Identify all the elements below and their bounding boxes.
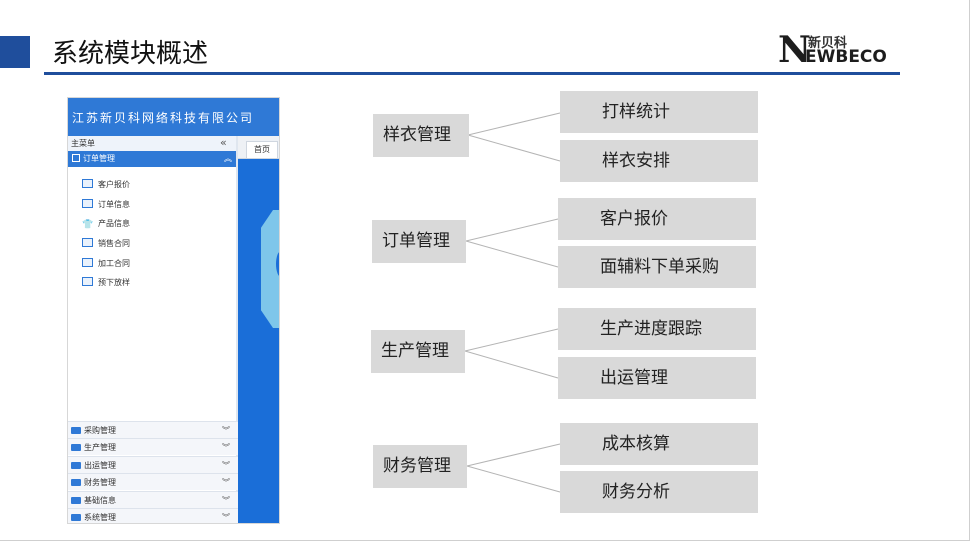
menu-label: 生产管理 [84,443,116,452]
connector-line [465,240,559,268]
connector-line [464,350,559,379]
truck-icon [71,462,81,469]
menu-label: 采购管理 [84,426,116,435]
menu-order-management[interactable]: 订单管理 ︽ [68,151,238,167]
connector-line [465,218,559,242]
app-header: 江苏新贝科网络科技有限公司 [68,98,279,136]
menu-shipping[interactable]: 出运管理 ︾ [68,456,238,473]
order-list-icon [72,154,80,162]
module-shipping-management: 出运管理 [558,357,756,399]
menu-label: 系统管理 [84,513,116,522]
menu-system[interactable]: 系统管理 ︾ [68,508,238,523]
title-marker [0,36,30,68]
collapse-sidebar-icon[interactable]: « [220,136,227,149]
connector-line [467,112,561,136]
connector-line [467,134,561,162]
menu-label: 财务管理 [84,478,116,487]
chevron-down-icon: ︾ [222,461,230,470]
module-sample-management: 样衣管理 [373,114,469,157]
contract-icon [82,238,93,247]
chevron-down-icon: ︾ [222,426,230,435]
module-financial-analysis: 财务分析 [560,471,758,513]
org-chart-icon [71,514,81,521]
sub-item-label: 订单信息 [98,200,130,209]
module-finance-management: 财务管理 [373,445,467,488]
main-menu-header: 主菜单 [68,136,238,151]
chevron-down-icon: ︾ [222,513,230,522]
menu-order-label: 订单管理 [83,154,115,163]
chevron-down-icon: ︾ [222,443,230,452]
order-edit-icon [82,199,93,208]
sample-icon [82,277,93,286]
process-contract-icon [82,258,93,267]
sub-item-customer-quote[interactable]: 客户报价 [82,177,130,193]
sub-item-label: 加工合同 [98,259,130,268]
module-material-purchase: 面辅料下单采购 [558,246,756,288]
module-customer-quote: 客户报价 [558,198,756,240]
chevron-down-icon: ︾ [222,478,230,487]
app-screenshot: 江苏新贝科网络科技有限公司 主菜单 « 订单管理 ︽ 客户报价 订单信息 👕 产品… [67,97,280,524]
logo-english: EWBECO [805,47,887,67]
module-order-management: 订单管理 [372,220,466,263]
module-production-management: 生产管理 [371,330,465,373]
company-name: 江苏新贝科网络科技有限公司 [72,111,255,125]
shirt-icon: 👕 [82,220,94,230]
sub-item-order-info[interactable]: 订单信息 [82,197,130,213]
menu-basic-info[interactable]: 基础信息 ︾ [68,491,238,508]
decorative-circle [276,251,279,277]
module-cost-accounting: 成本核算 [560,423,758,465]
logo-mark: N [778,29,811,71]
module-production-tracking: 生产进度跟踪 [558,308,756,350]
page-title: 系统模块概述 [52,39,209,69]
menu-label: 基础信息 [84,496,116,505]
connector-line [464,328,559,352]
connector-line [466,465,561,493]
database-icon [71,497,81,504]
module-sample-statistics: 打样统计 [560,91,758,133]
sub-item-label: 预下放样 [98,278,130,287]
sub-item-product-info[interactable]: 👕 产品信息 [82,216,130,232]
sub-item-sample[interactable]: 预下放样 [82,275,130,291]
factory-icon [71,444,81,451]
menu-purchase[interactable]: 采购管理 ︾ [68,421,238,438]
menu-label: 出运管理 [84,461,116,470]
sub-item-process-contract[interactable]: 加工合同 [82,256,130,272]
title-underline [44,72,900,75]
logo-chinese: 新贝科 [808,36,848,51]
finance-icon [71,479,81,486]
sub-item-sales-contract[interactable]: 销售合同 [82,236,130,252]
menu-production[interactable]: 生产管理 ︾ [68,438,238,455]
newbeco-logo: N 新贝科 EWBECO [778,30,908,70]
sub-item-label: 销售合同 [98,239,130,248]
module-sample-arrangement: 样衣安排 [560,140,758,182]
sub-item-label: 客户报价 [98,180,130,189]
quote-icon [82,179,93,188]
purchase-icon [71,427,81,434]
chevron-down-icon: ︾ [222,496,230,505]
tab-home[interactable]: 首页 [246,141,278,158]
connector-line [466,443,561,467]
decorative-shape [261,210,279,328]
sidebar-divider [236,136,238,523]
menu-finance[interactable]: 财务管理 ︾ [68,473,238,490]
chevron-up-icon: ︽ [224,154,232,163]
sub-item-label: 产品信息 [98,219,130,228]
